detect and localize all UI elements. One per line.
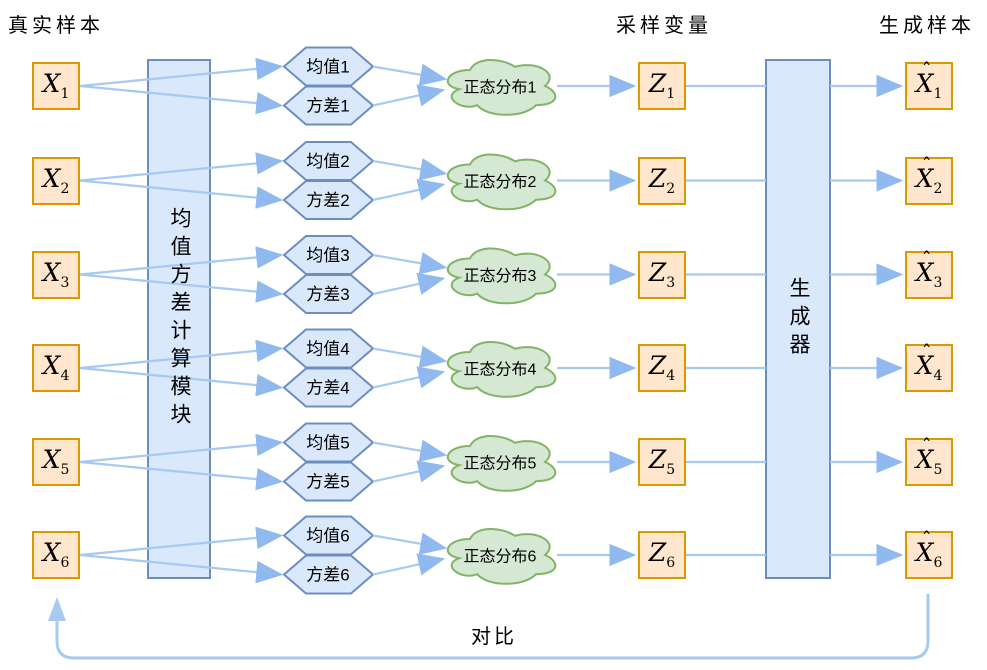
dist6-label: 正态分布6 [464,548,537,566]
arrow-mean4-dist4 [372,345,448,368]
input-box-x3: X3 [32,250,80,299]
z-box-z3: Z3 [638,250,686,299]
arrow-mean2-dist2 [372,158,448,181]
arrow-x1-var1 [79,84,284,115]
row-6: 均值6 方差6 正态分布6 [79,515,904,595]
mean5-label: 均值5 [306,434,349,453]
input-box-x5: X5 [32,438,80,486]
dist2-cloud [446,153,557,211]
mean3-label: 均值3 [306,246,349,265]
arrow-x3-var3 [79,273,284,303]
arrow-mean3-dist3 [372,252,448,275]
mean1-label: 均值1 [306,58,349,77]
input-box-x2: X2 [32,156,80,205]
row-3: 均值3 方差3 正态分布3 [79,235,904,314]
z-box-z2: Z2 [638,156,686,205]
arrow-x2-mean2 [79,152,284,182]
arrow-mean1-dist1 [372,63,448,86]
var5-label: 方差5 [306,473,349,492]
mean4-label: 均值4 [306,340,349,359]
generator-module-label: 生成器 [787,277,810,361]
comparison-loop-line [55,594,930,660]
arrow-x6-mean6 [79,526,284,557]
encoder-module-box [147,59,211,579]
dist4-label: 正态分布4 [464,361,537,379]
arrow-var1-dist1 [372,84,446,107]
arrow-var2-dist2 [372,178,446,202]
arrow-x4-var4 [79,366,284,397]
comparison-label: 对比 [471,626,517,648]
header-real-samples: 真实样本 [8,15,104,37]
arrow-x4-mean4 [79,339,284,370]
var3-label: 方差3 [306,285,349,304]
row-5: 均值5 方差5 正态分布5 [79,422,904,502]
var6-label: 方差6 [306,566,349,585]
dist3-cloud [446,247,557,305]
comparison-arrowhead-icon [48,597,66,621]
var1-label: 方差1 [306,97,349,116]
arrow-var4-dist4 [372,366,446,389]
encoder-module-label: 均值方差计算模块 [168,207,191,431]
mean2-label: 均值2 [306,152,349,171]
arrow-var6-dist6 [372,553,446,576]
arrow-mean5-dist5 [372,439,448,462]
dist5-label: 正态分布5 [464,455,537,473]
dist6-cloud [446,528,557,585]
z-box-z4: Z4 [638,344,686,392]
arrow-x3-mean3 [79,246,284,276]
header-sampled-variables: 采样变量 [616,15,712,37]
row-1: 均值1 方差1 正态分布1 [79,46,904,126]
z-box-z6: Z6 [638,531,686,579]
arrow-mean6-dist6 [372,532,448,555]
arrow-x1-mean1 [79,57,284,88]
arrow-x6-var6 [79,553,284,584]
input-box-x4: X4 [32,344,80,392]
arrow-var3-dist3 [372,272,446,296]
input-box-x6: X6 [32,531,80,579]
var2-label: 方差2 [306,191,349,210]
dist4-cloud [446,341,557,398]
arrow-x2-var2 [79,179,284,209]
row-2: 均值2 方差2 正态分布2 [79,141,904,220]
dist1-cloud [446,59,557,116]
row-4: 均值4 方差4 正态分布4 [79,328,904,408]
var4-label: 方差4 [306,379,349,398]
input-box-x1: X1 [32,62,80,110]
z-box-z1: Z1 [638,62,686,110]
dist5-cloud [446,435,557,492]
arrow-x5-mean5 [79,433,284,464]
dist3-label: 正态分布3 [464,267,537,285]
header-generated-samples: 生成样本 [879,15,975,37]
mean6-label: 均值6 [306,527,349,546]
dist1-label: 正态分布1 [464,79,537,97]
arrow-var5-dist5 [372,460,446,483]
dist2-label: 正态分布2 [464,173,537,191]
z-box-z5: Z5 [638,438,686,486]
generator-module-box [765,59,831,579]
arrow-x5-var5 [79,460,284,491]
